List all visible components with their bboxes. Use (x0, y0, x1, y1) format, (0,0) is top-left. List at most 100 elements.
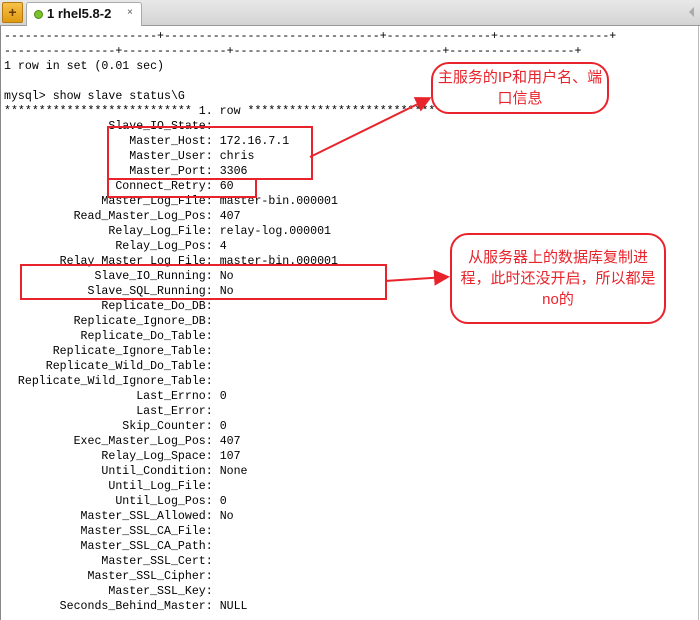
arrow-slave (384, 269, 450, 286)
tab-bar: + 1 rhel5.8-2 × (0, 0, 700, 26)
highlight-slave-running (20, 264, 387, 300)
status-field-row: Relay_Log_Space: 107 (4, 450, 241, 463)
status-field-row: Replicate_Do_Table: (4, 330, 220, 343)
field-value: chris (219, 150, 255, 163)
callout-slave-threads: 从服务器上的数据库复制进程，此时还没开启，所以都是no的 (450, 233, 666, 324)
field-key: Master_Log_File (4, 195, 206, 208)
field-key: Seconds_Behind_Master (4, 600, 206, 613)
status-field-row: Replicate_Ignore_Table: (4, 345, 220, 358)
terminal-output[interactable]: ----------------------+-----------------… (0, 26, 699, 620)
field-key: Last_Errno (4, 390, 206, 403)
status-field-row: Relay_Log_File: relay-log.000001 (4, 225, 332, 238)
field-value: 0 (219, 495, 227, 508)
field-key: Read_Master_Log_Pos (4, 210, 206, 223)
status-field-row: Master_User: chris (4, 150, 255, 163)
status-field-row: Skip_Counter: 0 (4, 420, 227, 433)
tab-rhel5.8-2[interactable]: 1 rhel5.8-2 × (26, 2, 142, 26)
field-value: No (219, 285, 234, 298)
field-key: Relay_Log_Pos (4, 240, 206, 253)
field-key: Master_SSL_Allowed (4, 510, 206, 523)
field-value: 3306 (219, 165, 248, 178)
status-field-row: Last_Errno: 0 (4, 390, 227, 403)
status-field-row: Exec_Master_Log_Pos: 407 (4, 435, 241, 448)
field-key: Replicate_Wild_Do_Table (4, 360, 206, 373)
arrow-master (309, 97, 432, 158)
status-field-row: Master_Port: 3306 (4, 165, 248, 178)
status-field-row: Read_Master_Log_Pos: 407 (4, 210, 241, 223)
status-field-row: Master_SSL_Key: (4, 585, 220, 598)
field-key: Replicate_Do_DB (4, 300, 206, 313)
field-key: Master_SSL_CA_Path (4, 540, 206, 553)
terminal-line: *************************** 1. row *****… (4, 105, 436, 118)
field-value: 0 (219, 390, 227, 403)
status-field-row: Master_SSL_CA_File: (4, 525, 220, 538)
terminal-line: ----------------------+-----------------… (4, 30, 617, 43)
status-field-row: Slave_SQL_Running: No (4, 285, 234, 298)
status-field-row: Master_SSL_Cipher: (4, 570, 220, 583)
status-field-row: Replicate_Wild_Ignore_Table: (4, 375, 220, 388)
field-key: Relay_Log_File (4, 225, 206, 238)
field-key: Connect_Retry (4, 180, 206, 193)
field-key: Slave_IO_Running (4, 270, 206, 283)
status-field-row: Until_Log_Pos: 0 (4, 495, 227, 508)
field-key: Replicate_Do_Table (4, 330, 206, 343)
field-key: Exec_Master_Log_Pos (4, 435, 206, 448)
status-field-row: Until_Log_File: (4, 480, 220, 493)
status-field-row: Master_SSL_Allowed: No (4, 510, 234, 523)
connected-status-icon (34, 10, 43, 19)
close-tab-icon[interactable]: × (127, 7, 133, 18)
field-value: master-bin.000001 (219, 195, 338, 208)
field-value: None (219, 465, 248, 478)
field-key: Slave_SQL_Running (4, 285, 206, 298)
field-value: 107 (219, 450, 241, 463)
status-field-row: Until_Condition: None (4, 465, 248, 478)
status-field-row: Master_SSL_Cert: (4, 555, 220, 568)
callout-master-info: 主服务的IP和用户名、端口信息 (431, 62, 609, 114)
field-value: relay-log.000001 (219, 225, 332, 238)
status-field-row: Replicate_Do_DB: (4, 300, 220, 313)
field-value: No (219, 510, 234, 523)
status-field-row: Connect_Retry: 60 (4, 180, 234, 193)
tab-label: 1 rhel5.8-2 (47, 6, 112, 21)
field-key: Until_Log_File (4, 480, 206, 493)
field-key: Master_SSL_Key (4, 585, 206, 598)
field-key: Until_Log_Pos (4, 495, 206, 508)
field-key: Master_Port (4, 165, 206, 178)
status-field-row: Replicate_Ignore_DB: (4, 315, 220, 328)
field-value: 407 (219, 210, 241, 223)
field-key: Master_SSL_CA_File (4, 525, 206, 538)
field-key: Replicate_Wild_Ignore_Table (4, 375, 206, 388)
field-key: Until_Condition (4, 465, 206, 478)
new-session-icon: + (8, 4, 17, 20)
field-key: Master_SSL_Cipher (4, 570, 206, 583)
field-value: NULL (219, 600, 248, 613)
field-key: Master_Host (4, 135, 206, 148)
field-value: 407 (219, 435, 241, 448)
highlight-connect-retry (107, 178, 257, 198)
field-value: 0 (219, 420, 227, 433)
field-value: 4 (219, 240, 227, 253)
field-value: No (219, 270, 234, 283)
field-value: 60 (219, 180, 234, 193)
status-field-row: Master_Host: 172.16.7.1 (4, 135, 290, 148)
field-key: Replicate_Ignore_Table (4, 345, 206, 358)
scroll-tabs-left-icon[interactable] (689, 7, 694, 17)
terminal-lines: ----------------------+-----------------… (4, 29, 616, 614)
status-field-row: Master_Log_File: master-bin.000001 (4, 195, 338, 208)
field-key: Master_User (4, 150, 206, 163)
field-key: Last_Error (4, 405, 206, 418)
field-key: Relay_Log_Space (4, 450, 206, 463)
terminal-line: 1 row in set (0.01 sec) (4, 60, 165, 73)
field-value: 172.16.7.1 (219, 135, 290, 148)
terminal-line: ----------------+---------------+-------… (4, 45, 582, 58)
status-field-row: Replicate_Wild_Do_Table: (4, 360, 220, 373)
terminal-line: mysql> show slave status\G (4, 90, 185, 103)
status-field-row: Slave_IO_Running: No (4, 270, 234, 283)
status-field-row: Last_Error: (4, 405, 220, 418)
field-key: Skip_Counter (4, 420, 206, 433)
field-key: Master_SSL_Cert (4, 555, 206, 568)
status-field-row: Master_SSL_CA_Path: (4, 540, 220, 553)
new-session-button[interactable]: + (2, 2, 23, 23)
status-field-row: Relay_Log_Pos: 4 (4, 240, 227, 253)
